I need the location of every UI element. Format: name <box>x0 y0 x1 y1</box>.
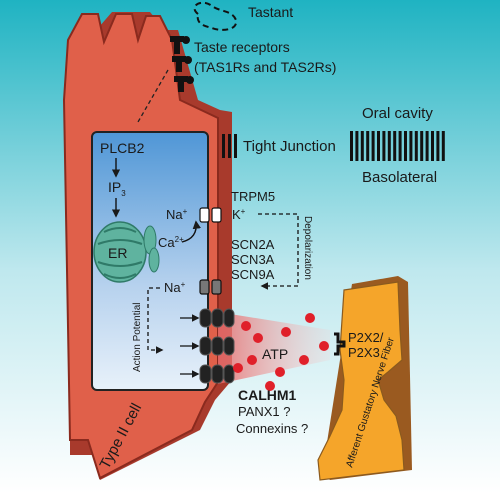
calhm1-channels <box>180 308 235 384</box>
taste-receptors-sublabel: (TAS1Rs and TAS2Rs) <box>194 59 336 75</box>
atp-dot <box>281 327 291 337</box>
er-organelle <box>93 221 160 283</box>
oral-cavity-label: Oral cavity <box>362 105 433 122</box>
p2x2-label: P2X2/ <box>348 330 384 345</box>
tastant-label: Tastant <box>248 4 293 20</box>
tight-junction-right <box>350 131 445 161</box>
p2x-receptor <box>334 332 346 356</box>
basolateral-label: Basolateral <box>362 169 437 186</box>
tight-junction-bar <box>441 131 445 161</box>
na-top-label: Na+ <box>166 207 188 222</box>
trpm5-label: TRPM5 <box>231 189 275 204</box>
p2x3-label: P2X3 <box>348 345 380 360</box>
tight-junction-bar <box>371 131 375 161</box>
receptor-signal-line <box>137 69 169 123</box>
tight-junction-bar <box>382 131 386 161</box>
tight-junction-bar <box>350 131 353 161</box>
atp-dot <box>247 355 257 365</box>
tight-junction-bar <box>360 131 364 161</box>
tight-junction-bar <box>387 131 391 161</box>
taste-receptor-1 <box>170 36 190 54</box>
plcb2-label: PLCB2 <box>100 140 145 156</box>
ip3-label: IP3 <box>108 179 126 198</box>
atp-molecules <box>233 313 329 391</box>
atp-dot <box>265 381 275 391</box>
calhm1-label: CALHM1 <box>238 387 297 403</box>
taste-receptor-3 <box>174 76 194 92</box>
tight-junction-bar <box>377 131 380 161</box>
atp-dot <box>275 367 285 377</box>
scn9a-label: SCN9A <box>231 267 275 282</box>
panx1-label: PANX1 ? <box>238 404 291 419</box>
tight-junction-bar <box>425 131 429 161</box>
ca-label: Ca2+ <box>158 235 184 250</box>
afferent-nerve-fiber <box>317 281 405 481</box>
tight-junction-bar <box>409 131 413 161</box>
atp-dot <box>233 363 243 373</box>
scn3a-label: SCN3A <box>231 252 275 267</box>
depolarization-arrow <box>258 213 299 290</box>
ca-arrow <box>181 220 201 243</box>
depolarization-label: Depolarization <box>302 216 313 280</box>
tight-junction-bar <box>431 131 434 161</box>
connexins-label: Connexins ? <box>236 421 308 436</box>
tight-junction-bar <box>366 131 370 161</box>
tastant-molecule <box>193 1 238 31</box>
calhm1-channel <box>180 308 235 328</box>
atp-dot <box>319 341 329 351</box>
calhm1-channel <box>180 364 235 384</box>
sodium-channel <box>199 279 222 295</box>
action-potential-label: Action Potential <box>132 303 143 373</box>
er-label: ER <box>108 245 127 261</box>
k-label: K+ <box>232 207 246 222</box>
atp-dot <box>305 313 315 323</box>
tight-junction-bar <box>404 131 407 161</box>
na-mid-label: Na+ <box>164 280 186 295</box>
trpm5-channel <box>199 207 222 223</box>
tight-junction-left <box>222 134 237 158</box>
atp-dot <box>299 355 309 365</box>
tight-junction-bar <box>393 131 397 161</box>
atp-dot <box>241 321 251 331</box>
action-potential-arrow <box>147 287 164 354</box>
taste-receptors-label: Taste receptors <box>194 39 290 55</box>
tight-junction-bar <box>436 131 440 161</box>
scn2a-label: SCN2A <box>231 237 275 252</box>
tight-junction-bar <box>414 131 418 161</box>
tight-junction-bar <box>355 131 359 161</box>
atp-label: ATP <box>262 346 288 362</box>
tight-junction-label: Tight Junction <box>243 138 336 155</box>
tight-junction-bar <box>420 131 424 161</box>
atp-dot <box>253 333 263 343</box>
taste-receptor-2 <box>172 56 192 72</box>
tight-junction-bar <box>398 131 402 161</box>
calhm1-channel <box>180 336 235 356</box>
